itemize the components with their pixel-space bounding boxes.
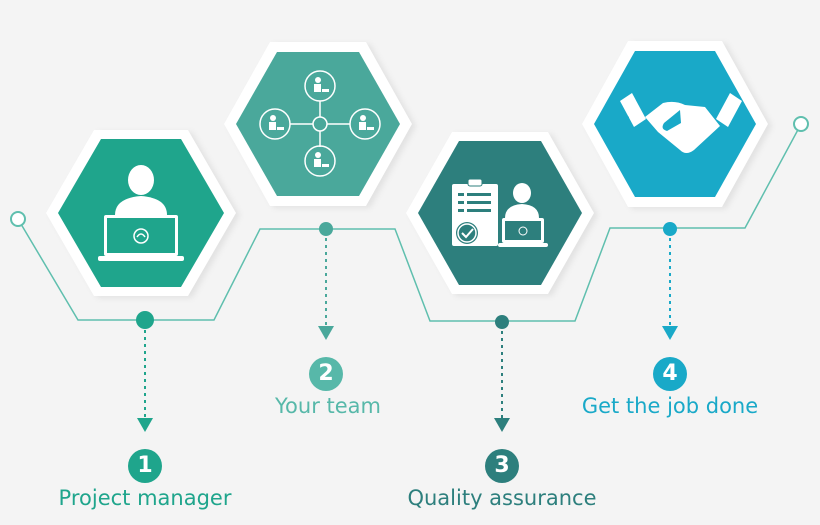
step-2-number: 2	[309, 357, 343, 391]
team-network-icon	[259, 70, 381, 177]
step-2-label: Your team	[275, 394, 381, 418]
step-3-number: 3	[485, 449, 519, 483]
timeline-start-node	[10, 211, 26, 227]
connector-step-2	[318, 222, 334, 340]
step-4-label: Get the job done	[581, 394, 759, 418]
step-1-label: Project manager	[58, 486, 232, 510]
connector-step-4	[662, 222, 678, 340]
qa-checklist-icon	[452, 178, 548, 247]
hexagon-your-team	[224, 42, 416, 208]
timeline-end-node	[793, 116, 809, 132]
hexagon-quality-assurance	[406, 132, 598, 296]
connector-step-1	[136, 311, 154, 432]
connector-step-3	[494, 315, 510, 432]
step-4-number: 4	[653, 357, 687, 391]
step-3-label: Quality assurance	[407, 486, 597, 510]
handshake-icon	[620, 93, 742, 153]
manager-laptop-icon	[98, 165, 184, 261]
step-1-number: 1	[128, 449, 162, 483]
